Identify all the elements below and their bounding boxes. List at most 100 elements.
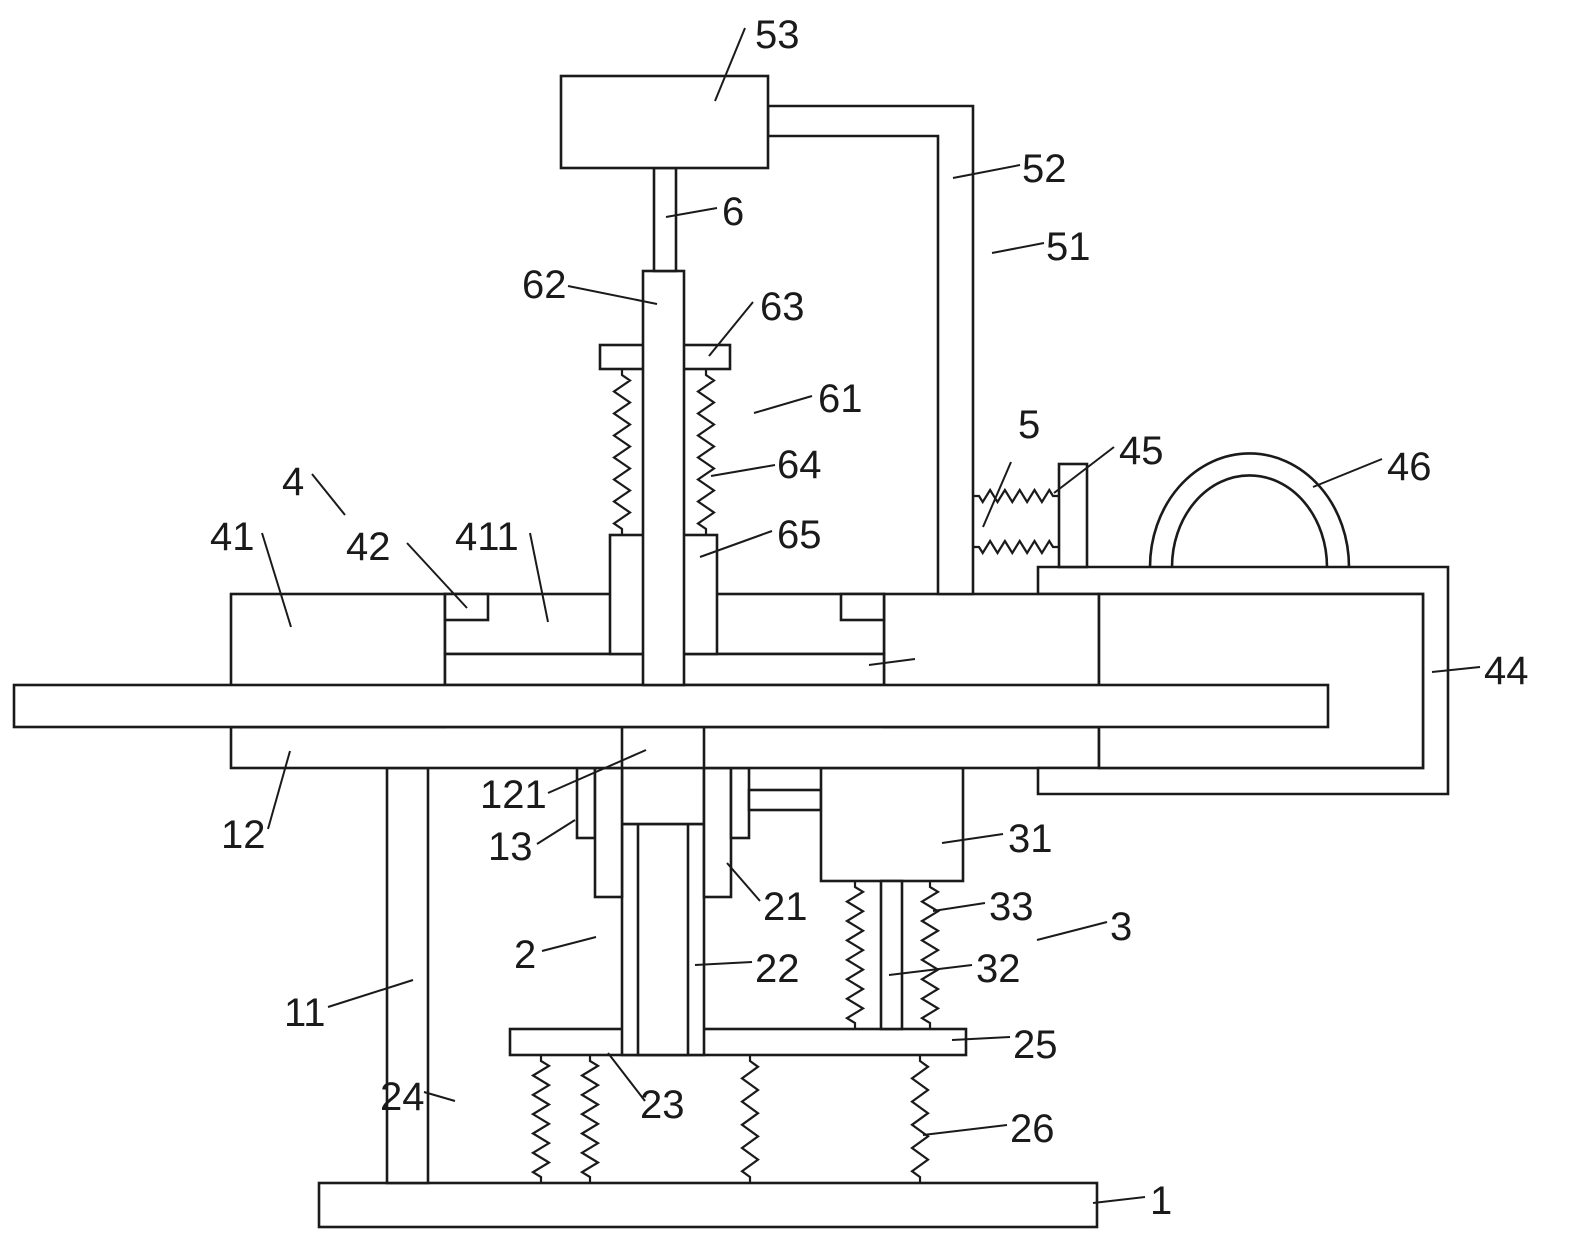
label-411: 411 [455, 515, 519, 559]
spring-26a [740, 1055, 760, 1183]
press-spring-right [696, 369, 716, 535]
label-31: 31 [1008, 817, 1053, 861]
leader-32 [888, 964, 973, 976]
leader-43 [1431, 666, 1481, 673]
workpiece-bar [12, 683, 1330, 729]
label-42: 42 [346, 525, 391, 569]
leader-41 [261, 532, 292, 628]
stop-post [1057, 462, 1089, 569]
leader-44 [1053, 446, 1115, 494]
leader-22 [694, 961, 753, 966]
lift-rod [636, 822, 690, 1057]
leader-lines [261, 27, 1481, 1204]
label-25: 25 [1013, 1023, 1058, 1067]
label-52: 53 [755, 13, 800, 57]
guide-block-right [702, 766, 733, 899]
leader-64 [699, 530, 773, 558]
leader-5 [991, 242, 1045, 254]
label-44: 45 [1119, 429, 1164, 473]
leader-51 [952, 164, 1021, 179]
leader-61 [567, 285, 658, 305]
label-53: 6 [722, 190, 744, 234]
leader-11 [327, 979, 414, 1008]
limit-block-right [839, 592, 886, 622]
return-spring-upper [973, 487, 1059, 505]
leader-23 [607, 1052, 646, 1102]
label-1: 1 [1150, 1179, 1172, 1223]
leader-42 [406, 542, 468, 609]
connector-rod [747, 788, 823, 812]
c-frame-inner [1097, 592, 1425, 770]
leader-13 [536, 819, 576, 845]
leader-21 [726, 862, 761, 902]
leader-31 [941, 833, 1004, 844]
guide-block-right-outer [729, 766, 751, 840]
lift-plate [508, 1027, 968, 1057]
label-4: 4 [282, 460, 304, 504]
support-column [385, 766, 430, 1185]
leader-121 [547, 749, 647, 794]
buffer-block [819, 766, 965, 883]
label-63: 64 [777, 443, 822, 487]
label-22: 22 [755, 947, 800, 991]
leader-26 [922, 1124, 1008, 1136]
base-plate [317, 1181, 1099, 1229]
part-labels: 53 52 51 6 62 63 61 64 65 4 41 42 411 5 … [210, 13, 1529, 1223]
output-shaft [652, 166, 678, 273]
leader-411 [529, 532, 549, 623]
label-33: 33 [989, 885, 1034, 929]
press-rod [641, 269, 686, 687]
leader-25 [951, 1036, 1011, 1041]
label-11: 11 [284, 991, 326, 1035]
handle-outer-arc [1148, 452, 1351, 568]
label-5: 51 [1046, 225, 1091, 269]
buffer-spring-right [919, 881, 941, 1029]
label-62: 63 [760, 285, 805, 329]
label-41: 41 [210, 515, 255, 559]
leader-3 [1036, 921, 1108, 941]
spring-26b [910, 1055, 930, 1183]
label-121: 121 [480, 773, 547, 817]
leader-63 [710, 464, 776, 477]
label-6: 61 [818, 377, 863, 421]
label-26: 26 [1010, 1107, 1055, 1151]
leader-6 [753, 395, 813, 414]
press-spring-left [612, 369, 632, 535]
leader-53 [665, 207, 718, 218]
label-23: 23 [640, 1083, 685, 1127]
spring-24a [530, 1055, 552, 1183]
label-2: 2 [514, 933, 536, 977]
leader-46 [982, 461, 1012, 528]
leader-62 [708, 301, 754, 357]
label-51: 52 [1022, 147, 1067, 191]
label-24: 24 [380, 1075, 425, 1119]
leader-4 [311, 473, 346, 516]
leader-2 [541, 936, 597, 952]
leader-12 [267, 750, 291, 830]
leader-1 [1092, 1196, 1146, 1204]
leader-24 [423, 1091, 456, 1102]
spring-24b [579, 1055, 601, 1183]
leader-45 [1312, 458, 1383, 488]
label-64: 65 [777, 513, 822, 557]
label-45: 46 [1387, 445, 1432, 489]
label-12: 12 [221, 813, 266, 857]
label-32: 32 [976, 947, 1021, 991]
leader-65 [868, 658, 916, 666]
label-13: 13 [488, 825, 533, 869]
handle-inner-arc [1170, 474, 1329, 568]
leader-52 [714, 27, 746, 102]
label-46: 5 [1018, 403, 1040, 447]
guide-sleeve-left [593, 766, 624, 899]
motor-box [559, 74, 770, 170]
buffer-spring-left [844, 881, 866, 1029]
label-21: 21 [763, 885, 808, 929]
label-43: 44 [1484, 649, 1529, 693]
label-61: 62 [522, 263, 567, 307]
buffer-rod [879, 879, 904, 1031]
label-3: 3 [1110, 905, 1132, 949]
leader-33 [932, 902, 986, 912]
mounting-plate [229, 725, 1101, 770]
